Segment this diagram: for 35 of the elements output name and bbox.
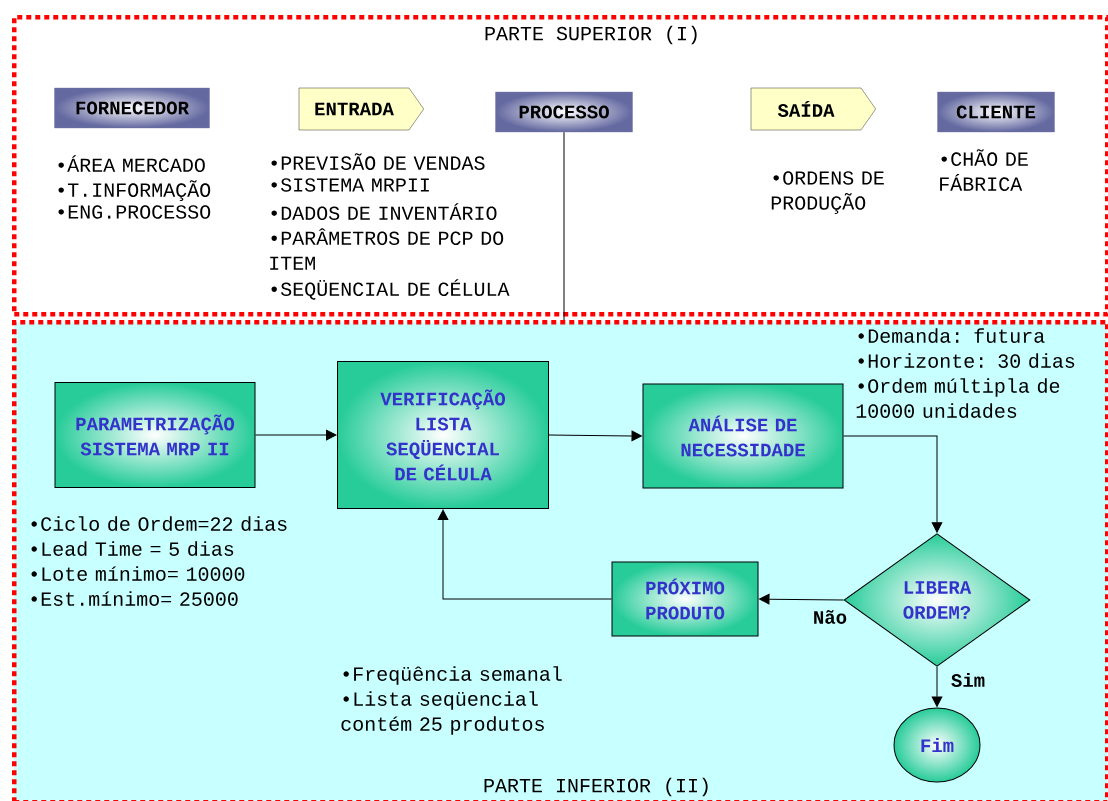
- bullet-item: •Ordem múltipla de 10000 unidades: [856, 378, 1060, 418]
- arrow: [255, 429, 337, 441]
- bullet-item: •Lead Time = 5 dias: [31, 541, 234, 556]
- arrow: [931, 666, 943, 707]
- title-box: PROCESSO: [495, 91, 633, 133]
- bullet-item: •Ciclo de Ordem=22 dias: [31, 516, 287, 531]
- bullet-item: •PREVISÃO DE VENDAS: [271, 153, 485, 170]
- process-box: VERIFICAÇÃO LISTA SEQÜENCIAL DE CÉLULA: [337, 361, 549, 509]
- edge-label: Sim: [951, 673, 985, 687]
- arrow: [548, 430, 642, 442]
- arrow: [759, 593, 844, 605]
- bullet-item: •Lote mínimo= 10000: [31, 566, 245, 581]
- bullet-item: •Demanda: futura: [858, 328, 1045, 343]
- bullet-item: •ÁREA MERCADO: [58, 155, 205, 173]
- process-box: ANÁLISE DE NECESSIDADE: [642, 383, 844, 489]
- arrow-box: ENTRADA: [298, 87, 424, 131]
- arrow: [843, 435, 943, 533]
- bullet-item: •Est.mínimo= 25000: [31, 591, 238, 606]
- arrow-box: SAÍDA: [750, 87, 876, 131]
- title-box: FORNECEDOR: [54, 87, 210, 129]
- arrow: [437, 509, 612, 600]
- bullet-item: •DADOS DE INVENTÁRIO: [271, 203, 497, 221]
- bullet-item: •ORDENS DE PRODUÇÃO: [771, 171, 884, 214]
- process-box: PARAMETRIZAÇÃO SISTEMA MRP II: [54, 382, 256, 488]
- bullet-item: •T.INFORMAÇÃO: [58, 180, 211, 202]
- process-box: PRÓXIMO PRODUTO: [611, 561, 759, 637]
- bullet-item: •ENG.PROCESSO: [58, 205, 211, 219]
- bullet-item: •CHÃO DE FÁBRICA: [940, 149, 1028, 191]
- bullet-item: •PARÂMETROS DE PCP DO ITEM: [270, 228, 504, 270]
- title-box: CLIENTE: [937, 91, 1055, 133]
- bullet-item: •SEQÜENCIAL DE CÉLULA: [271, 279, 510, 300]
- bullet-item: •Horizonte: 30 dias: [858, 353, 1075, 368]
- bullet-item: •Freqüência semanal: [343, 666, 562, 685]
- bullet-item: •Lista seqüencial contém 25 produtos: [341, 691, 544, 735]
- bullet-item: •SISTEMA MRPII: [271, 178, 429, 192]
